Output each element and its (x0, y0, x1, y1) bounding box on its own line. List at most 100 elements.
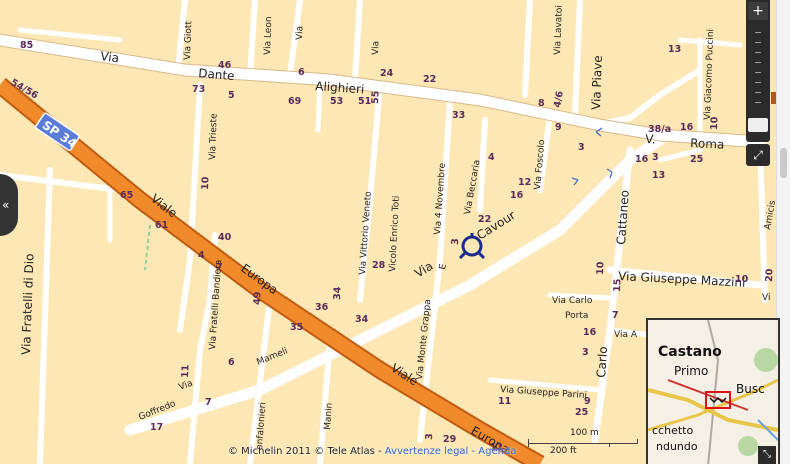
label-e: E (438, 263, 449, 271)
legal-link[interactable]: Avvertenze legal (384, 446, 469, 457)
label-via-piave: Via Piave (589, 55, 605, 110)
label-via-prefix: Via (178, 379, 195, 393)
svg-text:38/a: 38/a (648, 124, 671, 135)
svg-text:24: 24 (380, 68, 394, 79)
minimap-label-ndundo: ndundo (656, 440, 698, 453)
location-marker-icon[interactable] (458, 233, 486, 260)
svg-text:25: 25 (575, 407, 588, 418)
svg-text:35: 35 (290, 322, 303, 333)
svg-text:22: 22 (423, 74, 436, 85)
zoom-in-button[interactable]: + (748, 2, 768, 20)
label-via-giuseppe-mazzini: Via Giuseppe Mazzini (618, 269, 746, 290)
svg-text:40: 40 (218, 232, 232, 243)
credit-text: © Michelin 2011 © Tele Atlas - (228, 446, 385, 457)
zoom-slider[interactable]: + (746, 0, 770, 142)
svg-text:16: 16 (680, 122, 694, 133)
svg-text:10: 10 (709, 116, 720, 130)
major-road-viale-europa[interactable] (0, 79, 544, 464)
scale-bar-feet (528, 443, 610, 447)
svg-text:25: 25 (690, 154, 703, 165)
svg-text:4/6: 4/6 (552, 90, 566, 109)
svg-text:8: 8 (538, 98, 545, 109)
svg-text:4: 4 (198, 250, 205, 261)
svg-text:9: 9 (584, 396, 591, 407)
map-scale: 100 m 200 ft (528, 428, 638, 458)
svg-text:11: 11 (498, 396, 511, 407)
svg-text:22: 22 (478, 214, 491, 225)
zoom-slider-thumb[interactable] (748, 118, 768, 132)
zoom-tick (755, 102, 761, 103)
svg-text:12: 12 (518, 177, 531, 188)
svg-text:16: 16 (583, 327, 597, 338)
label-onfalonieri: onfalonieri (255, 402, 268, 450)
label-via-leon: Via Leon (263, 16, 274, 55)
zoom-tick (755, 82, 761, 83)
label-via-giotto: Via Giott (183, 20, 194, 60)
label-via-foscolo: Via Foscolo (533, 139, 547, 191)
zoom-tick (755, 52, 761, 53)
svg-text:5: 5 (228, 90, 235, 101)
zoom-tick (755, 92, 761, 93)
label-dante: Dante (198, 66, 235, 83)
label-alighieri: Alighieri (315, 79, 365, 96)
road-edges (0, 33, 761, 149)
svg-text:4: 4 (488, 152, 495, 163)
svg-text:28: 28 (372, 260, 386, 271)
svg-text:29: 29 (443, 434, 456, 445)
label-roma: Roma (690, 136, 725, 152)
agenda-link[interactable]: - Agenda (468, 446, 517, 457)
svg-text:53: 53 (330, 96, 343, 107)
svg-text:7: 7 (612, 310, 619, 321)
label-carlo: Carlo (594, 346, 610, 378)
side-panel-toggle-button[interactable]: « (0, 174, 18, 236)
svg-text:33: 33 (452, 110, 465, 121)
svg-text:10: 10 (200, 176, 211, 190)
house-numbers: 85 46 73 5 6 24 22 69 53 51 55 33 8 4/6 … (9, 40, 776, 453)
svg-text:3: 3 (578, 142, 585, 153)
label-v-roma: V. (645, 132, 656, 147)
minor-roads (0, 0, 768, 464)
svg-text:11: 11 (490, 442, 503, 453)
svg-text:51: 51 (358, 96, 371, 107)
minimap-expand-icon[interactable]: ⤡ (758, 446, 776, 464)
minimap-label-castano: Castano (658, 344, 722, 360)
svg-text:15: 15 (612, 278, 623, 292)
one-way-arrows (571, 127, 613, 186)
overview-minimap[interactable]: Castano Primo Busc cchetto ndundo ⤡ (646, 318, 780, 464)
fullscreen-icon[interactable]: ⤢ (746, 144, 770, 166)
poi-icon[interactable] (771, 92, 777, 104)
scrollbar-thumb[interactable] (780, 148, 787, 178)
svg-text:10: 10 (735, 274, 749, 285)
label-cattaneo: Cattaneo (614, 190, 632, 246)
label-via-fratelli-di-dio: Via Fratelli di Dio (19, 253, 37, 355)
svg-text:49: 49 (252, 291, 263, 305)
minimap-label-primo: Primo (674, 364, 709, 378)
svg-text:9: 9 (555, 122, 562, 133)
svg-text:69: 69 (288, 96, 301, 107)
svg-text:7: 7 (205, 397, 212, 408)
label-via-lavatoi: Via Lavatoi (553, 5, 565, 55)
svg-text:61: 61 (155, 220, 168, 231)
label-manin: Manin (323, 402, 335, 430)
minimap-label-busc: Busc (736, 382, 765, 396)
scale-meters-label: 100 m (570, 428, 599, 438)
svg-text:85: 85 (20, 40, 33, 51)
label-via-dante-via: Via (100, 49, 120, 65)
zoom-tick (755, 32, 761, 33)
minimap-svg (648, 320, 778, 464)
minimap-label-cchetto: cchetto (652, 424, 694, 437)
svg-text:34: 34 (355, 314, 369, 325)
svg-text:6: 6 (228, 357, 235, 368)
svg-text:7: 7 (216, 262, 223, 273)
label-porta: Porta (565, 311, 588, 321)
label-vicolo-enrico-toti: Vicolo Enrico Toti (388, 196, 402, 273)
label-via-carlo: Via Carlo (552, 296, 593, 306)
label-via-top2: Via (371, 41, 381, 55)
svg-text:55: 55 (370, 90, 381, 104)
svg-text:6: 6 (298, 67, 305, 78)
svg-text:16: 16 (635, 154, 649, 165)
svg-text:3: 3 (424, 433, 435, 440)
svg-text:13: 13 (668, 44, 681, 55)
map-credit: © Michelin 2011 © Tele Atlas - Avvertenz… (228, 446, 516, 457)
